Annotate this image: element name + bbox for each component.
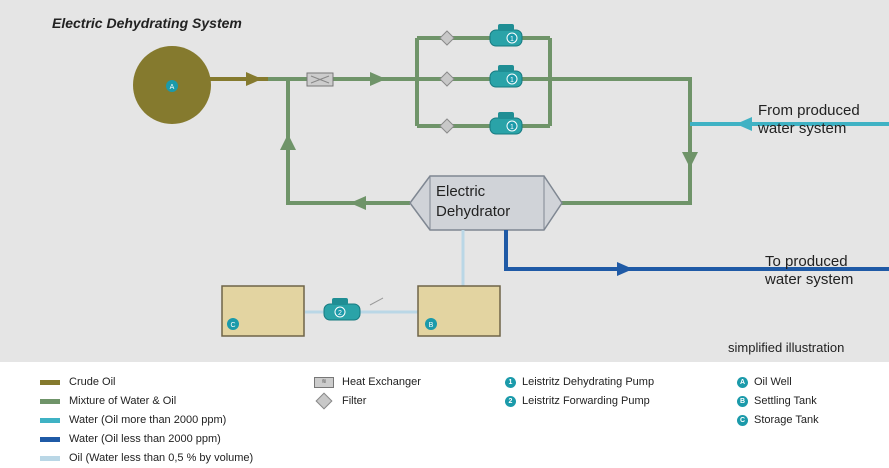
flow-arrow-main xyxy=(370,72,386,86)
from-produced-water-label: From produced water system xyxy=(758,102,860,138)
forwarding-pump: 2 xyxy=(323,298,361,321)
legend-oil-well: A Oil Well xyxy=(737,376,792,388)
tank-badge-icon: C xyxy=(737,414,748,426)
legend-storage-tank: C Storage Tank xyxy=(737,414,819,426)
legend-mixture: Mixture of Water & Oil xyxy=(40,395,176,407)
crude-oil-arrow xyxy=(246,72,262,86)
filter-icon xyxy=(439,30,455,46)
legend-filter: Filter xyxy=(314,392,367,410)
legend-water-high: Water (Oil more than 2000 ppm) xyxy=(40,414,226,426)
heat-exchanger-icon: ≋ xyxy=(314,376,334,388)
water-outlet-line xyxy=(504,230,889,271)
crude-oil-swatch xyxy=(40,379,60,385)
legend-label: Leistritz Forwarding Pump xyxy=(522,395,650,407)
filter-icon xyxy=(439,118,455,134)
process-flow-diagram: A 1 1 xyxy=(133,24,889,337)
pump-badge-icon: 1 xyxy=(505,376,516,388)
tank-badge-icon: A xyxy=(737,376,748,388)
water-outlet-arrow xyxy=(617,262,633,276)
water-low-swatch xyxy=(40,436,60,442)
oil-well-badge-letter: A xyxy=(170,84,175,91)
legend-forwarding-pump: 2 Leistritz Forwarding Pump xyxy=(505,395,650,407)
dehydrator-label-line1: Electric xyxy=(436,183,486,200)
from-label-line2: water system xyxy=(758,120,847,137)
svg-text:C: C xyxy=(230,322,235,329)
legend-label: Filter xyxy=(342,395,367,407)
legend-label: Storage Tank xyxy=(754,414,819,426)
dehydrating-pump-middle: 1 xyxy=(489,65,523,88)
legend-heat-exchanger: ≋ Heat Exchanger xyxy=(314,376,421,388)
legend-label: Mixture of Water & Oil xyxy=(69,395,177,407)
pump-badge-icon: 2 xyxy=(505,395,516,407)
legend-settling-tank: B Settling Tank xyxy=(737,395,817,407)
to-label-line2: water system xyxy=(765,271,854,288)
filter-icon xyxy=(439,71,455,87)
filter-icon xyxy=(315,392,333,410)
legend-label: Heat Exchanger xyxy=(342,376,421,388)
legend-label: Water (Oil more than 2000 ppm) xyxy=(69,414,227,426)
flow-arrow-up xyxy=(280,134,296,150)
water-inlet-arrow xyxy=(736,117,752,131)
legend-label: Settling Tank xyxy=(754,395,817,407)
legend-dehydrating-pump: 1 Leistritz Dehydrating Pump xyxy=(505,376,654,388)
dehydrator-label: Electric Dehydrator xyxy=(436,182,510,222)
legend-label: Leistritz Dehydrating Pump xyxy=(522,376,655,388)
svg-text:1: 1 xyxy=(510,36,514,43)
flow-arrow-left xyxy=(350,196,366,210)
water-high-swatch xyxy=(40,417,60,423)
legend-label: Oil Well xyxy=(754,376,792,388)
legend-label: Oil (Water less than 0,5 % by volume) xyxy=(69,452,254,464)
to-produced-water-label: To produced water system xyxy=(765,253,853,289)
legend-label: Crude Oil xyxy=(69,376,116,388)
flow-arrow-down xyxy=(682,152,698,168)
from-label-line1: From produced xyxy=(758,102,860,119)
svg-text:2: 2 xyxy=(338,310,342,317)
legend-label: Water (Oil less than 2000 ppm) xyxy=(69,433,221,445)
tank-badge-icon: B xyxy=(737,395,748,407)
legend-water-low: Water (Oil less than 2000 ppm) xyxy=(40,433,221,445)
diagram-title: Electric Dehydrating System xyxy=(52,15,242,31)
svg-text:1: 1 xyxy=(510,77,514,84)
oil-light-swatch xyxy=(40,455,60,461)
dehydrator-label-line2: Dehydrator xyxy=(436,203,511,220)
mixture-swatch xyxy=(40,398,60,404)
dehydrating-pump-top: 1 xyxy=(489,24,523,47)
svg-text:1: 1 xyxy=(510,124,514,131)
legend-oil-light: Oil (Water less than 0,5 % by volume) xyxy=(40,452,253,464)
svg-text:B: B xyxy=(429,322,434,329)
simplified-illustration-note: simplified illustration xyxy=(728,340,845,355)
dehydrating-pump-bottom: 1 xyxy=(489,112,523,135)
to-label-line1: To produced xyxy=(765,253,848,270)
legend-crude-oil: Crude Oil xyxy=(40,376,115,388)
oil-well-badge xyxy=(166,80,178,92)
